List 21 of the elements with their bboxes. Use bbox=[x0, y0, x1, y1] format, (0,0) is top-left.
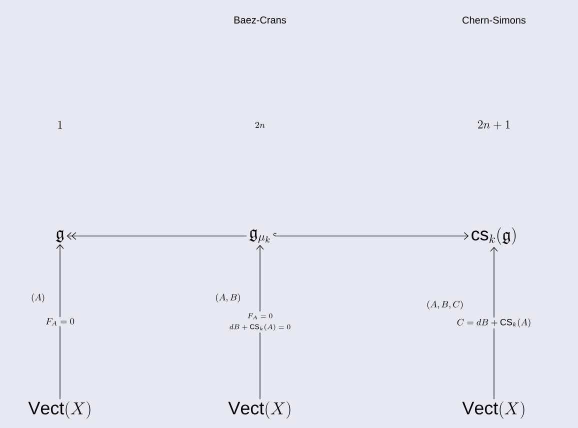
math-object: $\mathrm{Vect}(X)$ bbox=[228, 401, 290, 419]
arrow bbox=[56, 244, 64, 400]
column-heading: Chern-Simons bbox=[462, 16, 526, 24]
field-label: $(A,B)$ bbox=[216, 293, 240, 302]
column-heading: Baez-Crans bbox=[234, 16, 286, 24]
math-object: $\mathrm{Vect}(X)$ bbox=[462, 401, 524, 419]
edge-label: $\begin{gathered}F_A=0\\ dB+\mathrm{CS}_k(A)=0\end{gathered}$ bbox=[230, 313, 290, 331]
degree-label: $1$ bbox=[58, 120, 62, 129]
arrow bbox=[490, 246, 498, 400]
arrow bbox=[66, 232, 247, 240]
degree-label: $2n+1$ bbox=[478, 120, 510, 130]
field-label: $(A)$ bbox=[32, 293, 44, 302]
math-object: $\mathfrak{g}_{\mu_k}$ bbox=[249, 229, 270, 243]
arrow bbox=[273, 232, 469, 240]
edge-label: $C=dB+\mathrm{CS}_k(A)$ bbox=[457, 318, 530, 328]
degree-label: $2n$ bbox=[255, 122, 265, 128]
math-object: $\mathfrak{g}$ bbox=[56, 230, 64, 242]
edge-label: $F_A=0$ bbox=[46, 318, 74, 326]
math-object: $\mathrm{cs}_k(\mathfrak{g})$ bbox=[472, 227, 516, 245]
field-label: $(A,B,C)$ bbox=[427, 300, 463, 310]
math-object: $\mathrm{Vect}(X)$ bbox=[28, 401, 90, 419]
